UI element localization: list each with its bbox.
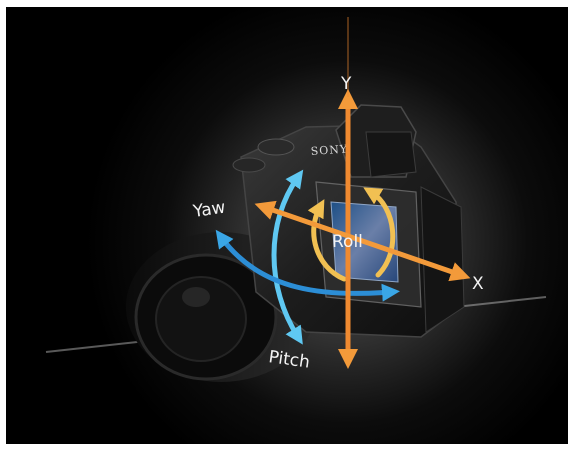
x-axis-label: X — [472, 274, 484, 294]
yaw-label: Yaw — [191, 198, 227, 222]
x-axis-arrow — [254, 200, 471, 282]
image-frame: SONY Y X Yaw Roll Pitch — [6, 7, 568, 444]
camera-brand-text: SONY — [310, 142, 348, 158]
roll-label: Roll — [332, 232, 363, 252]
y-axis-label: Y — [340, 74, 352, 94]
yaw-arrow — [215, 229, 400, 302]
camera-stabilization-illustration: SONY Y X Yaw Roll Pitch — [6, 7, 568, 444]
